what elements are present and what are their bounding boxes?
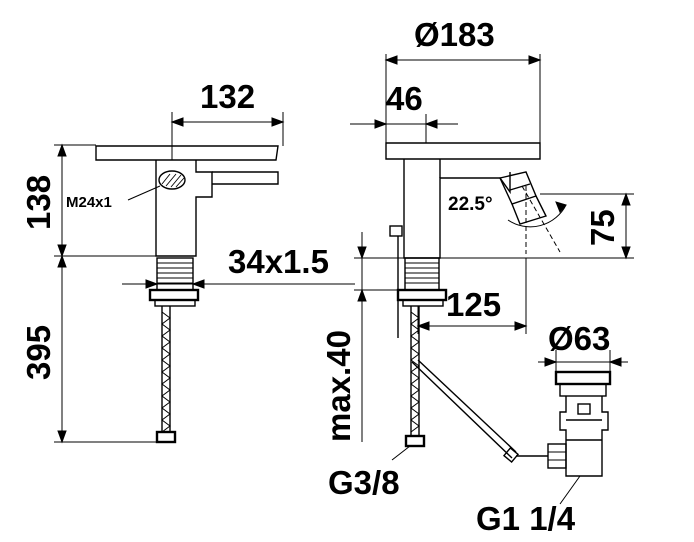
dim-395-label: 395 bbox=[20, 325, 57, 380]
angle-label: 22.5° bbox=[448, 194, 493, 215]
front-washer bbox=[402, 299, 444, 307]
front-shank-threads bbox=[405, 262, 439, 284]
dim-132-label: 132 bbox=[200, 78, 255, 115]
front-hose bbox=[410, 306, 420, 436]
faucet-body bbox=[155, 160, 213, 257]
dim-max40-label: max.40 bbox=[320, 330, 357, 442]
aerator-hatch bbox=[161, 173, 185, 188]
dim-46-label: 46 bbox=[386, 80, 423, 117]
shank-threads bbox=[157, 262, 193, 284]
dim-75-label: 75 bbox=[584, 209, 621, 246]
hose-connector bbox=[155, 430, 177, 444]
waste-body bbox=[559, 396, 609, 477]
m24-leader bbox=[127, 185, 161, 201]
m24-label: M24x1 bbox=[66, 194, 112, 211]
right-front-view: 22.5° bbox=[320, 16, 634, 537]
g114-leader bbox=[559, 475, 581, 505]
fixing-nut bbox=[148, 288, 200, 302]
g38-label: G3/8 bbox=[328, 464, 400, 501]
dim-183-label: Ø183 bbox=[414, 16, 495, 53]
lever-stem bbox=[212, 171, 279, 185]
angle-arc bbox=[507, 204, 567, 228]
waste-cap bbox=[554, 370, 612, 386]
g114-label: G1 1/4 bbox=[476, 500, 576, 537]
aerator-outlet bbox=[158, 170, 186, 190]
lever-handle bbox=[95, 145, 279, 161]
waste-flange bbox=[559, 383, 607, 397]
popup-linkage bbox=[411, 361, 513, 459]
waste-side-port bbox=[547, 443, 567, 469]
linkage-clip bbox=[502, 446, 520, 464]
waste-nut bbox=[577, 403, 591, 415]
dim-34-label: 34x1.5 bbox=[228, 243, 329, 280]
dim-138-label: 138 bbox=[20, 175, 57, 230]
spout-aerator bbox=[511, 195, 547, 225]
left-side-view: M24x1 132 138 bbox=[20, 78, 355, 444]
g38-leader bbox=[391, 445, 411, 461]
front-hose-connector bbox=[404, 434, 426, 448]
flex-hose bbox=[161, 306, 171, 433]
front-nut bbox=[396, 288, 448, 302]
fixing-washer bbox=[154, 299, 196, 307]
front-handle-plate bbox=[385, 142, 541, 160]
dim-63-label: Ø63 bbox=[548, 320, 610, 357]
dim-125-label: 125 bbox=[446, 286, 501, 323]
popup-knob bbox=[389, 225, 403, 237]
